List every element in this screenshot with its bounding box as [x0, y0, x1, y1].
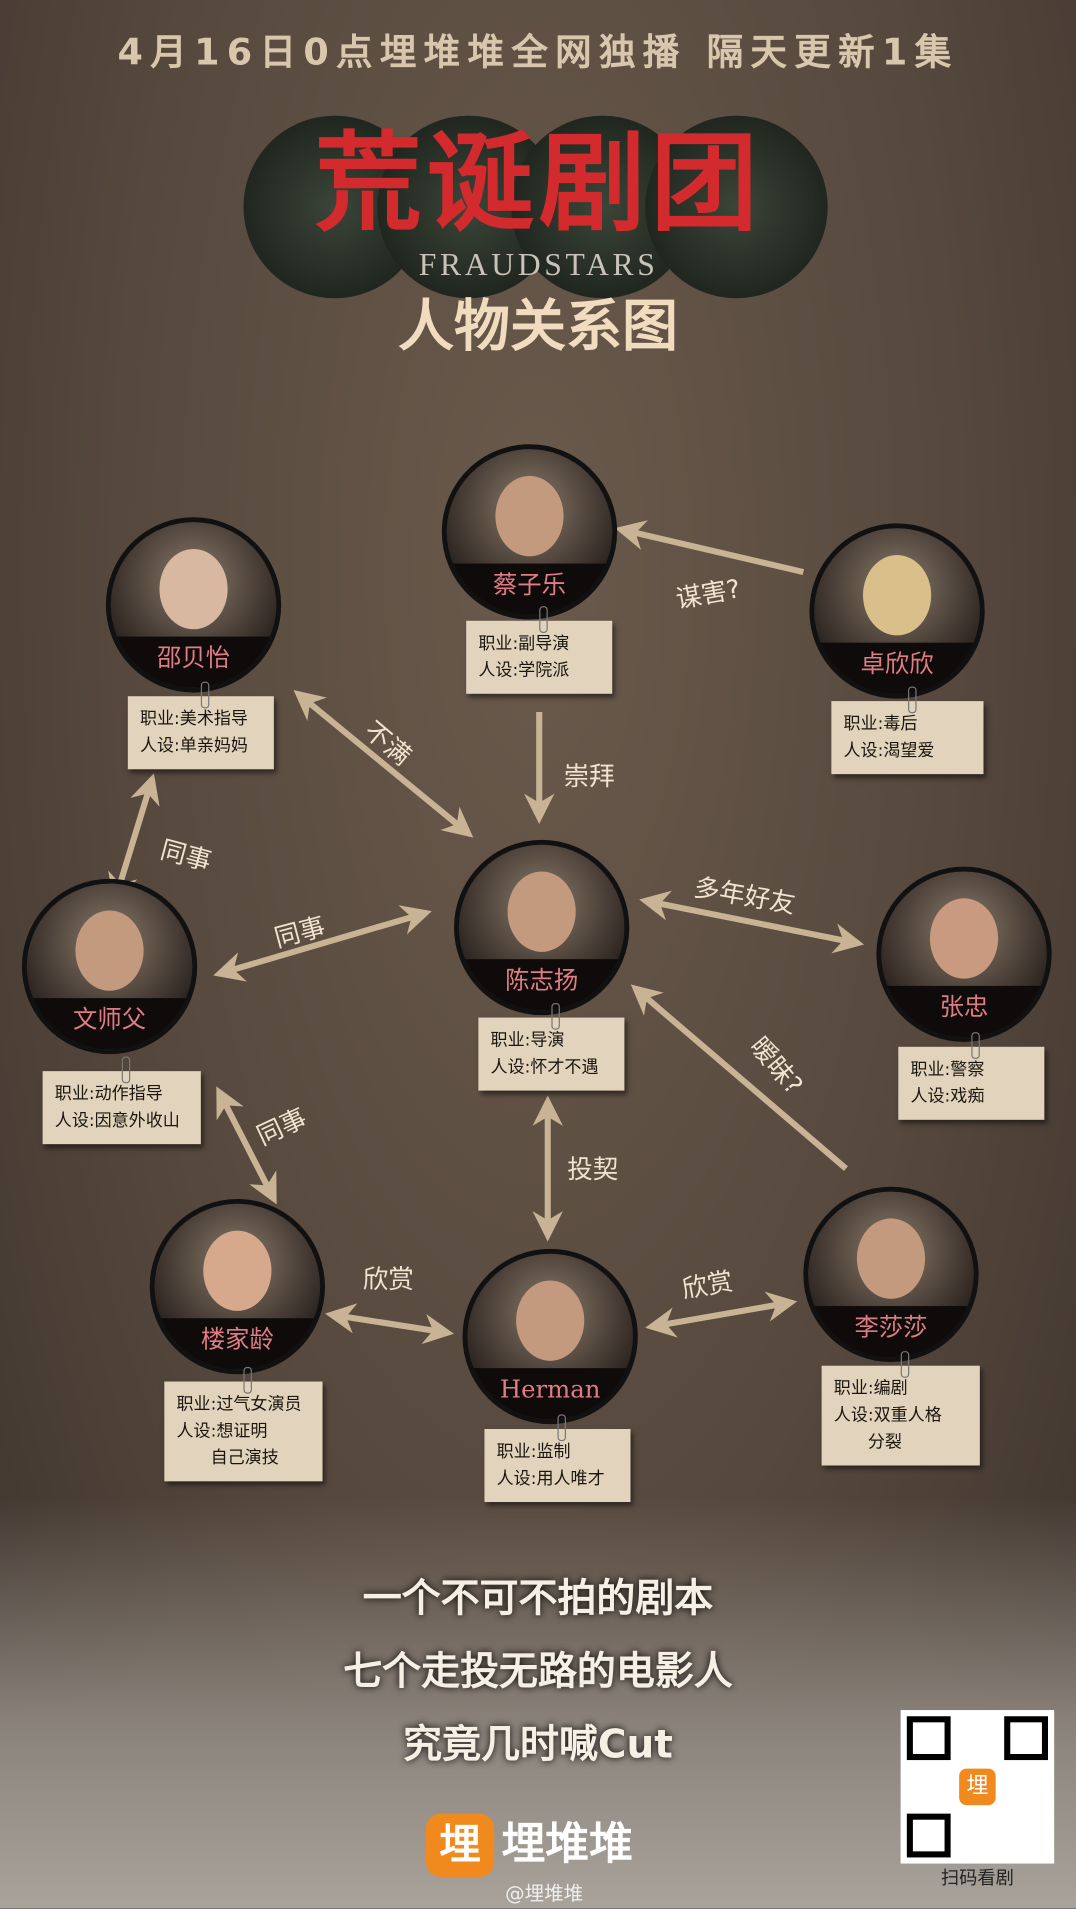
relation-label: 崇拜	[563, 761, 615, 792]
character-portrait: 文师父	[21, 878, 198, 1055]
arrow-zhuo-cai	[614, 520, 805, 576]
arrow-li-chen	[630, 984, 848, 1171]
character-portrait: 张忠	[876, 866, 1052, 1042]
arrow-shao-wen	[108, 773, 160, 905]
character-portrait: 卓欣欣	[809, 523, 985, 699]
qr-logo-icon: 埋	[959, 1768, 996, 1806]
character-card: 职业:监制人设:用人唯才	[484, 1414, 631, 1503]
tagline-line: 究竟几时喊Cut	[403, 1721, 673, 1768]
arrow-chen-zhang	[639, 890, 865, 954]
arrow-wen-chen	[213, 905, 432, 982]
qr-caption: 扫码看剧	[940, 1867, 1014, 1890]
character-card: 职业:过气女演员人设:想证明自己演技	[164, 1366, 323, 1482]
arrow-shao-chen	[293, 689, 474, 838]
character-portrait: 李莎莎	[803, 1186, 979, 1363]
relation-label: 投契	[567, 1155, 619, 1185]
character-card: 职业:导演人设:怀才不遇	[478, 1002, 625, 1091]
diagram-subtitle: 人物关系图	[398, 293, 678, 360]
character-portrait: 邵贝怡	[105, 517, 282, 693]
watermark: @埋堆堆	[505, 1881, 584, 1905]
character-portrait: Herman	[462, 1248, 638, 1425]
character-portrait: 楼家龄	[149, 1198, 325, 1375]
character-portrait: 陈志扬	[454, 839, 630, 1016]
tagline-line: 七个走投无路的电影人	[343, 1648, 733, 1695]
character-card: 职业:编剧人设:双重人格分裂	[821, 1351, 980, 1466]
fog-overlay	[0, 1497, 1076, 1909]
character-card: 职业:毒后人设:渴望爱	[831, 686, 984, 775]
show-title: 荒诞剧团	[314, 119, 763, 246]
arrow-wen-lou	[216, 1086, 277, 1205]
character-portrait: 蔡子乐	[441, 444, 618, 620]
arrow-lou-herman	[325, 1303, 454, 1345]
arrow-herman-li	[645, 1291, 798, 1338]
release-info: 4月16日0点埋堆堆全网独播 隔天更新1集	[117, 31, 959, 75]
relation-label: 欣赏	[362, 1264, 414, 1294]
character-card: 职业:副导演人设:学院派	[466, 606, 613, 694]
app-name: 埋堆堆	[501, 1819, 633, 1870]
character-card: 职业:警察人设:戏痴	[898, 1032, 1045, 1120]
show-title-english: FRAUDSTARS	[418, 247, 659, 283]
character-card: 职业:美术指导人设:单亲妈妈	[127, 681, 274, 770]
app-logo-icon: 埋	[426, 1813, 495, 1877]
qr-code[interactable]: 埋	[900, 1710, 1055, 1864]
character-card: 职业:动作指导人设:因意外收山	[42, 1056, 201, 1145]
title-disc	[645, 115, 828, 299]
tagline-line: 一个不可不拍的剧本	[362, 1575, 714, 1622]
